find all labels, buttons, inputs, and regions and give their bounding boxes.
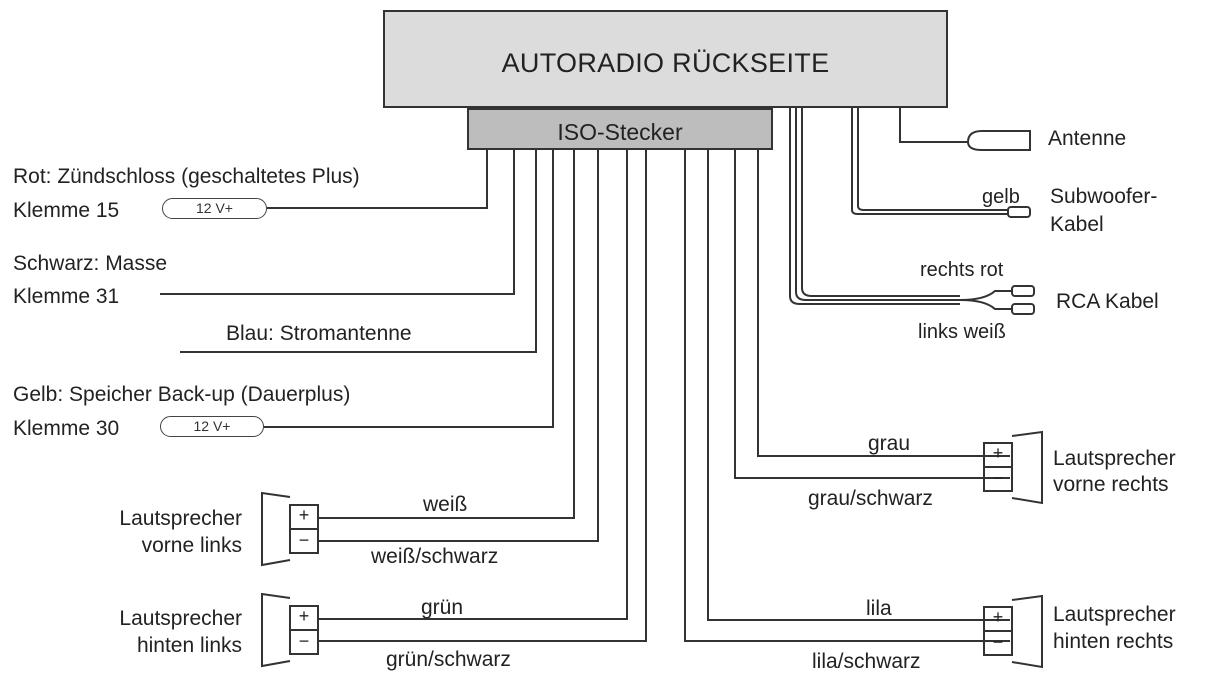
red-wire-label: Rot: Zündschloss (geschaltetes Plus) <box>13 165 360 188</box>
speaker-rear-left-minus: − <box>298 631 310 651</box>
rca-plug-right <box>1011 285 1035 297</box>
rca-cable-label: RCA Kabel <box>1056 290 1159 313</box>
wire-red <box>267 150 488 209</box>
rear-left-plus-wire-label: grün <box>421 596 464 619</box>
rca-left-label: links weiß <box>918 321 1006 343</box>
red-wire-terminal: Klemme 15 <box>13 199 120 222</box>
antenna-plug <box>966 130 1031 151</box>
speaker-rear-left-line1: Lautsprecher <box>119 607 242 630</box>
speaker-front-right-plus: + <box>992 443 1004 463</box>
wire-rca-2 <box>795 108 960 301</box>
speaker-front-right-line2: vorne rechts <box>1053 473 1169 496</box>
wire-rear-right-plus <box>707 150 1010 621</box>
yellow-voltage-badge: 12 V+ <box>160 416 264 437</box>
wire-rear-left-minus <box>318 150 647 642</box>
speaker-front-left-minus: − <box>298 530 310 550</box>
iso-connector: ISO-Stecker <box>467 108 773 150</box>
wire-antenna <box>899 108 968 143</box>
front-right-minus-wire-label: grau/schwarz <box>808 487 933 510</box>
rear-right-minus-wire-label: lila/schwarz <box>812 650 921 673</box>
front-left-minus-wire-label: weiß/schwarz <box>371 545 499 568</box>
rear-right-plus-wire-label: lila <box>866 597 892 620</box>
wire-front-left-minus <box>318 150 599 542</box>
antenna-label: Antenne <box>1048 127 1127 150</box>
wire-front-left-plus <box>318 150 575 519</box>
wire-subwoofer <box>851 108 1008 215</box>
rca-plug-left <box>1011 303 1035 315</box>
front-right-plus-wire-label: grau <box>868 432 911 455</box>
speaker-front-right-shape <box>983 430 1043 505</box>
speaker-rear-right-shape <box>983 594 1043 669</box>
speaker-rear-left-line2: hinten links <box>136 634 242 657</box>
speaker-front-left-line2: vorne links <box>141 534 242 557</box>
speaker-front-right-minus: − <box>992 468 1004 488</box>
subwoofer-color-label: gelb <box>982 186 1020 208</box>
yellow-wire-terminal: Klemme 30 <box>13 417 120 440</box>
black-wire-terminal: Klemme 31 <box>13 285 120 308</box>
wire-rear-left-plus <box>318 150 628 620</box>
wire-front-right-plus <box>757 150 1010 457</box>
rca-split-top <box>959 290 1012 301</box>
subwoofer-label-line1: Subwoofer- <box>1050 185 1158 208</box>
blue-wire-label: Blau: Stromantenne <box>226 322 412 345</box>
speaker-rear-right-plus: + <box>992 607 1004 627</box>
subwoofer-plug <box>1007 206 1031 218</box>
speaker-front-left-shape <box>261 491 319 567</box>
wire-yellow <box>264 150 554 428</box>
wire-blue <box>180 150 537 353</box>
red-voltage-badge: 12 V+ <box>162 198 267 219</box>
speaker-rear-right-line2: hinten rechts <box>1053 630 1174 653</box>
front-left-plus-wire-label: weiß <box>423 493 468 516</box>
wire-subwoofer-2 <box>857 108 1008 211</box>
black-wire-label: Schwarz: Masse <box>13 252 168 275</box>
radio-back-panel: AUTORADIO RÜCKSEITE <box>383 10 948 108</box>
speaker-rear-left-plus: + <box>298 606 310 626</box>
wire-front-right-minus <box>734 150 1010 479</box>
rca-right-label: rechts rot <box>920 259 1004 281</box>
wire-rear-right-minus <box>684 150 1010 642</box>
rear-left-minus-wire-label: grün/schwarz <box>386 648 511 671</box>
speaker-rear-left-shape <box>261 592 319 668</box>
wire-rca-3 <box>801 108 960 297</box>
speaker-front-left-plus: + <box>298 505 310 525</box>
rca-split-bottom <box>959 299 1012 310</box>
speaker-rear-right-line1: Lautsprecher <box>1053 603 1176 626</box>
subwoofer-label-line2: Kabel <box>1050 213 1104 236</box>
radio-title: AUTORADIO RÜCKSEITE <box>501 48 830 78</box>
iso-connector-title: ISO-Stecker <box>557 119 683 145</box>
yellow-wire-label: Gelb: Speicher Back-up (Dauerplus) <box>13 383 351 406</box>
speaker-front-left-line1: Lautsprecher <box>119 507 242 530</box>
speaker-front-right-line1: Lautsprecher <box>1053 447 1176 470</box>
wire-black <box>160 150 515 295</box>
speaker-rear-right-minus: − <box>992 632 1004 652</box>
wire-rca-1 <box>789 108 960 305</box>
